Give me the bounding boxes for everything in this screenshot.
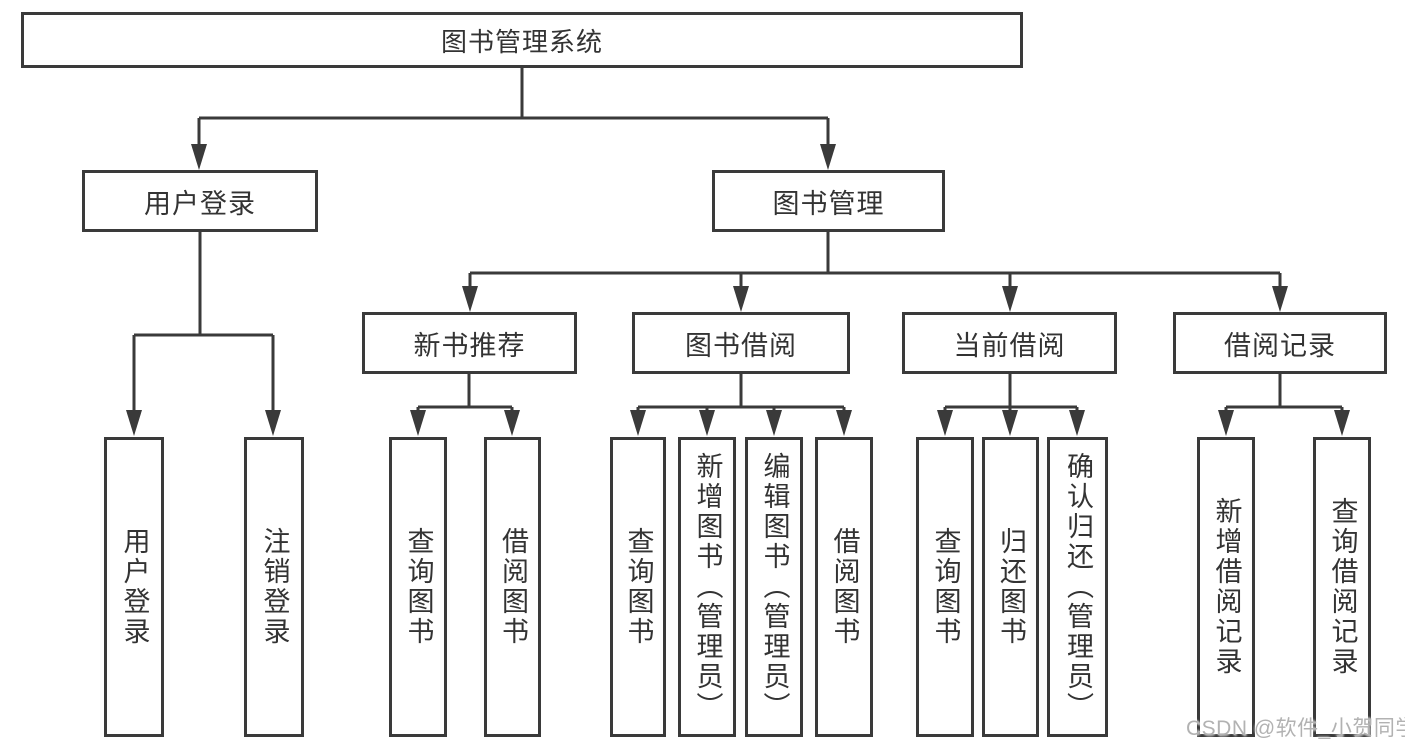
arrow-to-leaf-user-login <box>126 410 142 436</box>
leaf-edit-books-admin-label: 编辑图书（管理员） <box>759 452 790 722</box>
leaf-return-books-label: 归还图书 <box>996 527 1026 647</box>
node-current-borrowing-label: 当前借阅 <box>953 330 1066 361</box>
leaf-borrow-books-recommend: 借阅图书 <box>484 437 541 737</box>
arrow-to-book-borrowing <box>733 286 749 312</box>
arrow-to-br-query <box>1334 410 1350 436</box>
leaf-user-login: 用户登录 <box>104 437 164 737</box>
connector-current-borrowing <box>943 372 1079 414</box>
leaf-borrow-books-borrowing-label: 借阅图书 <box>829 527 860 647</box>
leaf-confirm-return-admin-label: 确认归还（管理员） <box>1063 452 1093 722</box>
node-library-system: 图书管理系统 <box>21 12 1023 68</box>
arrow-to-cb-query <box>937 410 953 436</box>
arrow-to-cb-confirm <box>1069 410 1085 436</box>
leaf-add-books-admin: 新增图书（管理员） <box>678 437 736 737</box>
node-current-borrowing: 当前借阅 <box>902 312 1117 374</box>
arrow-to-bb-query <box>630 410 646 436</box>
node-new-book-recommend-label: 新书推荐 <box>413 330 526 361</box>
arrow-to-br-add <box>1218 410 1234 436</box>
node-book-borrowing-label: 图书借阅 <box>685 330 797 361</box>
leaf-logout: 注销登录 <box>244 437 304 737</box>
leaf-add-borrow-record-label: 新增借阅记录 <box>1211 497 1242 677</box>
node-borrowing-records-label: 借阅记录 <box>1224 330 1336 361</box>
arrow-to-bb-add <box>699 410 715 436</box>
leaf-logout-label: 注销登录 <box>259 527 290 647</box>
arrow-to-nb-borrow <box>504 410 520 436</box>
connector-root <box>197 66 830 148</box>
connector-user-login <box>132 231 275 414</box>
arrow-to-current-borrowing <box>1002 286 1018 312</box>
leaf-query-books-recommend-label: 查询图书 <box>403 527 434 647</box>
arrow-to-leaf-logout <box>265 410 281 436</box>
leaf-query-books-borrowing: 查询图书 <box>610 437 666 737</box>
connector-new-book-recommend <box>416 372 514 414</box>
leaf-query-books-borrowing-label: 查询图书 <box>623 527 654 647</box>
node-book-borrowing: 图书借阅 <box>632 312 850 374</box>
leaf-query-borrow-record-label: 查询借阅记录 <box>1327 497 1358 677</box>
node-new-book-recommend: 新书推荐 <box>362 312 577 374</box>
connector-book-management <box>468 231 1282 290</box>
leaf-user-login-label: 用户登录 <box>119 527 150 647</box>
leaf-edit-books-admin: 编辑图书（管理员） <box>745 437 803 737</box>
leaf-query-books-current-label: 查询图书 <box>930 527 961 647</box>
node-book-management-label: 图书管理 <box>772 188 885 219</box>
arrow-to-nb-query <box>410 410 426 436</box>
leaf-borrow-books-recommend-label: 借阅图书 <box>498 527 528 647</box>
arrow-to-book-management <box>820 144 836 170</box>
leaf-query-borrow-record: 查询借阅记录 <box>1313 437 1371 737</box>
arrow-to-borrowing-records <box>1272 286 1288 312</box>
node-library-system-label: 图书管理系统 <box>440 26 603 57</box>
leaf-query-books-recommend: 查询图书 <box>389 437 447 737</box>
leaf-confirm-return-admin: 确认归还（管理员） <box>1047 437 1108 737</box>
node-user-login: 用户登录 <box>82 170 318 232</box>
connector-book-borrowing <box>636 372 846 414</box>
arrow-to-cb-return <box>1002 410 1018 436</box>
connector-borrowing-records <box>1224 372 1344 414</box>
leaf-add-books-admin-label: 新增图书（管理员） <box>692 452 723 722</box>
watermark: CSDN @软件_小贺同学 <box>1186 717 1405 740</box>
arrow-to-user-login <box>191 144 207 170</box>
arrow-to-bb-edit <box>766 410 782 436</box>
node-book-management: 图书管理 <box>712 170 945 232</box>
node-user-login-label: 用户登录 <box>144 188 256 219</box>
leaf-query-books-current: 查询图书 <box>916 437 974 737</box>
leaf-borrow-books-borrowing: 借阅图书 <box>815 437 873 737</box>
arrow-to-bb-borrow <box>836 410 852 436</box>
node-borrowing-records: 借阅记录 <box>1173 312 1387 374</box>
arrow-to-new-book-recommend <box>462 286 478 312</box>
leaf-return-books: 归还图书 <box>982 437 1039 737</box>
leaf-add-borrow-record: 新增借阅记录 <box>1197 437 1255 737</box>
